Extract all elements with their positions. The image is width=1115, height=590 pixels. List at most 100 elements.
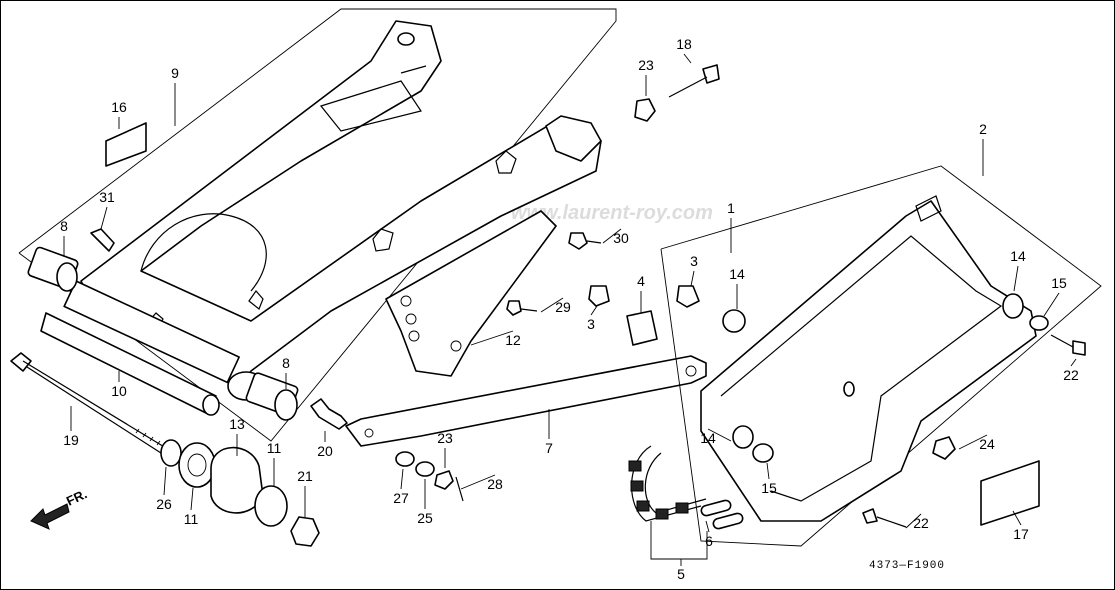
leader-line-c24 xyxy=(958,434,988,450)
callout-c5: 5 xyxy=(677,566,685,582)
callout-c19: 19 xyxy=(63,432,79,448)
front-direction-arrow: FR. xyxy=(30,486,89,530)
dust-seal-right xyxy=(254,485,288,527)
leader-line-c22b xyxy=(905,513,922,529)
callout-c3a: 3 xyxy=(587,316,595,332)
callout-c14b: 14 xyxy=(700,430,716,446)
callout-c14c: 14 xyxy=(1010,248,1026,264)
callout-c17: 17 xyxy=(1013,526,1029,542)
bushing-14-case xyxy=(1002,293,1024,319)
callout-c24: 24 xyxy=(979,436,995,452)
leader-line-c26 xyxy=(163,466,167,496)
leader-line-c29 xyxy=(540,297,564,313)
bolt-22-bottom xyxy=(862,508,907,528)
callout-c22a: 22 xyxy=(1063,367,1079,383)
leader-line-c31 xyxy=(100,206,108,230)
rubber-block-4 xyxy=(626,310,658,346)
leader-line-c22a xyxy=(1070,358,1077,367)
callout-c23a: 23 xyxy=(638,57,654,73)
caution-label-16 xyxy=(105,122,147,167)
collar-bolt-3-left xyxy=(588,285,610,307)
callout-c25: 25 xyxy=(417,510,433,526)
callout-c21: 21 xyxy=(297,468,313,484)
callout-c18: 18 xyxy=(676,36,692,52)
leader-line-c14c xyxy=(1013,265,1019,292)
swingarm xyxy=(63,20,602,401)
leader-lines xyxy=(63,53,1077,566)
callout-c13: 13 xyxy=(229,416,245,432)
callout-c9: 9 xyxy=(171,65,179,81)
callout-c3b: 3 xyxy=(690,253,698,269)
bolt-30 xyxy=(568,232,588,250)
callout-c26: 26 xyxy=(156,496,172,512)
leader-line-c3a xyxy=(590,305,598,316)
washer-15-low xyxy=(752,443,774,463)
pivot-bushing-right xyxy=(245,372,299,421)
washer-27 xyxy=(395,451,415,467)
leader-line-c18 xyxy=(683,53,692,64)
callout-c2: 2 xyxy=(979,121,987,137)
callout-c20: 20 xyxy=(317,443,333,459)
callout-c6: 6 xyxy=(705,533,713,549)
chain-case-frame xyxy=(660,165,1102,547)
callout-c15a: 15 xyxy=(1051,275,1067,291)
bolt-22-right xyxy=(1050,334,1086,356)
bushing-14-low xyxy=(732,425,754,449)
chain-bracket-line xyxy=(650,521,708,566)
bolt-29 xyxy=(506,300,522,316)
callout-c12: 12 xyxy=(505,332,521,348)
washer-15-case xyxy=(1029,315,1049,331)
leader-line-c11a xyxy=(190,487,194,511)
flange-nut-21 xyxy=(290,516,320,547)
screw-18 xyxy=(668,64,720,98)
callout-c28: 28 xyxy=(487,476,503,492)
svg-text:FR.: FR. xyxy=(64,486,89,508)
grease-fitting xyxy=(90,228,115,252)
watermark-text: www.laurent-roy.com xyxy=(511,202,713,224)
collar-bolt-3-right xyxy=(676,285,700,308)
callout-c10: 10 xyxy=(111,383,127,399)
callout-c11a: 11 xyxy=(184,511,199,527)
nut-23-top xyxy=(634,98,656,122)
callout-c29: 29 xyxy=(555,299,571,315)
callout-c30: 30 xyxy=(613,230,629,246)
leader-line-c6 xyxy=(705,520,710,533)
callout-c7: 7 xyxy=(545,440,553,456)
callout-c11b: 11 xyxy=(267,440,282,456)
callout-c14a: 14 xyxy=(729,266,745,282)
drawing-code: 4373—F1900 xyxy=(869,560,945,572)
callout-c8a: 8 xyxy=(60,218,68,234)
callout-c4: 4 xyxy=(637,273,645,289)
callout-c8b: 8 xyxy=(282,355,290,371)
callout-c22b: 22 xyxy=(913,515,929,531)
bushing-14-top xyxy=(722,309,746,333)
leader-line-c15a xyxy=(1043,292,1060,317)
leader-line-c14b xyxy=(707,428,732,442)
leader-line-c15b xyxy=(766,462,770,480)
swingarm-assembly-frame xyxy=(18,8,617,442)
rear-torque-link xyxy=(345,355,707,447)
callout-c23b: 23 xyxy=(437,430,453,446)
pivot-bushing-left xyxy=(27,246,79,292)
callout-c31: 31 xyxy=(99,189,115,205)
washer-26 xyxy=(160,439,182,467)
drive-chain xyxy=(628,445,707,522)
leader-line-c17 xyxy=(1012,510,1022,526)
caution-label-17 xyxy=(980,460,1040,526)
chain-case xyxy=(700,200,1037,522)
leader-line-c3b xyxy=(690,270,695,287)
callout-c1: 1 xyxy=(727,200,735,216)
washer-25 xyxy=(415,461,435,477)
nut-23-bottom xyxy=(434,470,454,490)
nut-24 xyxy=(932,436,956,460)
leader-line-c28 xyxy=(460,474,496,490)
dust-seal-left xyxy=(178,442,216,488)
leader-line-c12 xyxy=(470,330,514,346)
leader-line-c30 xyxy=(602,228,622,244)
callout-c15b: 15 xyxy=(761,480,777,496)
cotter-pin-28 xyxy=(455,476,464,502)
bolt-20 xyxy=(310,398,348,430)
chain-guide-plate xyxy=(385,210,557,377)
